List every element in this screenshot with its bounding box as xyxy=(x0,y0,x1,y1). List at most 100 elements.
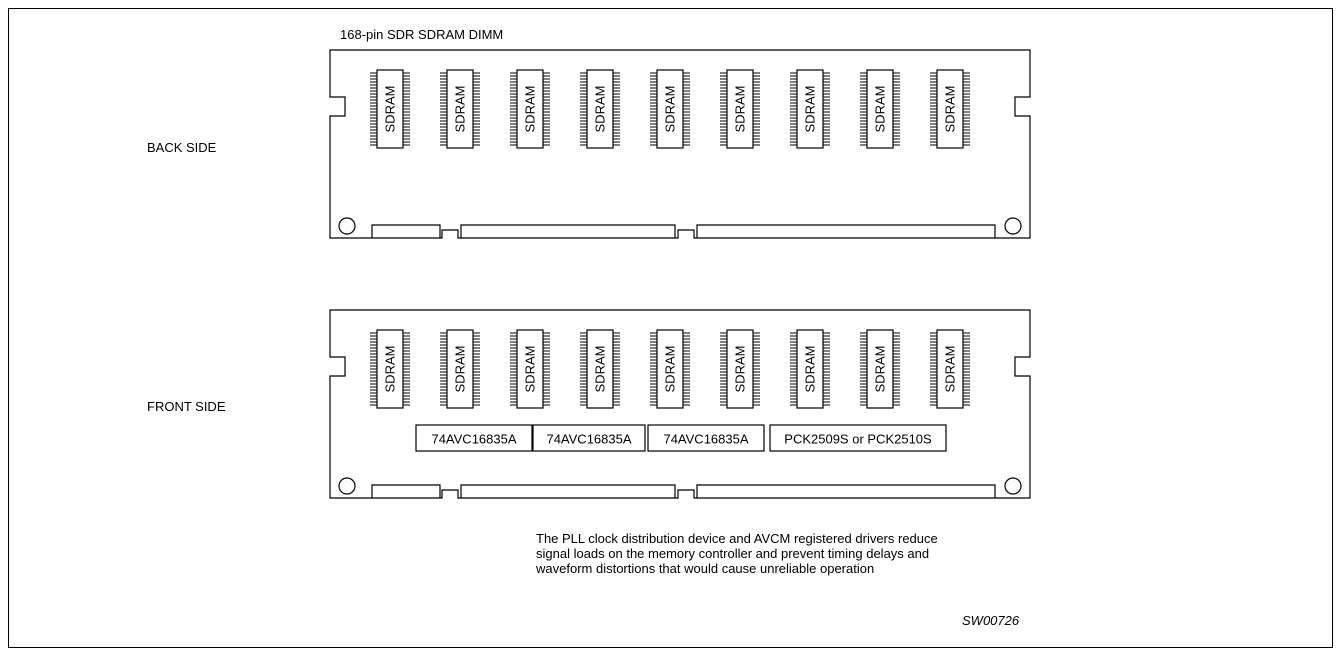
chip-label: SDRAM xyxy=(803,346,818,393)
sdram-chip: SDRAM xyxy=(650,329,690,409)
sdram-chip: SDRAM xyxy=(860,69,900,149)
chip-body xyxy=(376,69,404,149)
chip-label: SDRAM xyxy=(593,86,608,133)
sdram-chip: SDRAM xyxy=(440,69,480,149)
sdram-chip: SDRAM xyxy=(370,69,410,149)
mounting-hole xyxy=(338,477,356,495)
mounting-hole xyxy=(338,217,356,235)
component-label: 74AVC16835A xyxy=(663,432,748,447)
chip-pins xyxy=(510,72,550,146)
chip-pins xyxy=(370,72,410,146)
sdram-chip: SDRAM xyxy=(580,69,620,149)
connector-pad xyxy=(460,484,676,498)
chip-pins xyxy=(650,72,690,146)
chip-pins xyxy=(720,72,760,146)
chip-body xyxy=(376,329,404,409)
chip-label: SDRAM xyxy=(453,346,468,393)
explanatory-note: The PLL clock distribution device and AV… xyxy=(536,531,938,576)
sdram-chip: SDRAM xyxy=(860,329,900,409)
chip-label: SDRAM xyxy=(593,346,608,393)
chip-label: SDRAM xyxy=(383,346,398,393)
sdram-chip: SDRAM xyxy=(720,329,760,409)
chip-body xyxy=(656,69,684,149)
dimm-back-side: SDRAM SDRAM SDRAM SDRAM SDRAM SDRAM SDRAM SDRAM… xyxy=(329,49,1031,239)
diagram-title: 168-pin SDR SDRAM DIMM xyxy=(340,27,504,42)
sdram-chip: SDRAM xyxy=(650,69,690,149)
figure-id: SW00726 xyxy=(962,613,1020,628)
sdram-chip: SDRAM xyxy=(510,69,550,149)
chip-label: SDRAM xyxy=(803,86,818,133)
chip-pins xyxy=(930,72,970,146)
sdram-chip: SDRAM xyxy=(720,69,760,149)
pll-device: PCK2509S or PCK2510S xyxy=(769,424,947,452)
chip-body xyxy=(446,329,474,409)
chip-label: SDRAM xyxy=(523,346,538,393)
note-line: The PLL clock distribution device and AV… xyxy=(536,531,938,546)
connector-pad xyxy=(460,224,676,238)
chip-pins xyxy=(860,332,900,406)
register-driver: 74AVC16835A xyxy=(415,424,533,452)
chip-body xyxy=(516,329,544,409)
chip-body xyxy=(656,329,684,409)
sdram-chip: SDRAM xyxy=(930,69,970,149)
chip-body xyxy=(936,69,964,149)
chip-body xyxy=(446,69,474,149)
connector-pad xyxy=(696,484,996,498)
chip-label: SDRAM xyxy=(733,86,748,133)
chip-label: SDRAM xyxy=(663,86,678,133)
chip-label: SDRAM xyxy=(943,346,958,393)
sdram-chip: SDRAM xyxy=(510,329,550,409)
chip-body xyxy=(726,329,754,409)
note-line: waveform distortions that would cause un… xyxy=(536,561,875,576)
component-box xyxy=(532,424,646,452)
chip-pins xyxy=(370,332,410,406)
register-driver: 74AVC16835A xyxy=(532,424,646,452)
chip-pins xyxy=(930,332,970,406)
chip-label: SDRAM xyxy=(663,346,678,393)
chip-body xyxy=(586,69,614,149)
chip-pins xyxy=(510,332,550,406)
connector-pad xyxy=(371,224,441,238)
sdram-chip: SDRAM xyxy=(790,329,830,409)
chip-pins xyxy=(790,332,830,406)
chip-pins xyxy=(580,72,620,146)
chip-body xyxy=(936,329,964,409)
chip-pins xyxy=(650,332,690,406)
register-driver: 74AVC16835A xyxy=(647,424,765,452)
chip-label: SDRAM xyxy=(523,86,538,133)
chip-pins xyxy=(440,72,480,146)
mounting-hole xyxy=(1004,477,1022,495)
connector-pad xyxy=(371,484,441,498)
chip-body xyxy=(866,69,894,149)
chip-pins xyxy=(720,332,760,406)
component-label: PCK2509S or PCK2510S xyxy=(784,432,932,447)
chip-body xyxy=(516,69,544,149)
component-box xyxy=(769,424,947,452)
chip-pins xyxy=(440,332,480,406)
chip-body xyxy=(586,329,614,409)
chip-label: SDRAM xyxy=(453,86,468,133)
component-label: 74AVC16835A xyxy=(431,432,516,447)
chip-body xyxy=(796,329,824,409)
mounting-hole xyxy=(1004,217,1022,235)
front-side-label: FRONT SIDE xyxy=(147,399,226,414)
sdram-chip: SDRAM xyxy=(790,69,830,149)
component-label: 74AVC16835A xyxy=(546,432,631,447)
back-side-label: BACK SIDE xyxy=(147,140,217,155)
sdram-chip: SDRAM xyxy=(370,329,410,409)
dimm-front-side: SDRAM SDRAM SDRAM SDRAM SDRAM SDRAM SDRAM SDRAM… xyxy=(329,309,1031,499)
sdram-chip: SDRAM xyxy=(580,329,620,409)
chip-label: SDRAM xyxy=(733,346,748,393)
note-line: signal loads on the memory controller an… xyxy=(536,546,930,561)
chip-label: SDRAM xyxy=(873,86,888,133)
sdram-chip: SDRAM xyxy=(930,329,970,409)
pcb-outline xyxy=(329,49,1031,239)
pcb-outline xyxy=(329,309,1031,499)
chip-pins xyxy=(790,72,830,146)
chip-pins xyxy=(860,72,900,146)
connector-pad xyxy=(696,224,996,238)
sdram-chip: SDRAM xyxy=(440,329,480,409)
chip-label: SDRAM xyxy=(943,86,958,133)
chip-label: SDRAM xyxy=(873,346,888,393)
